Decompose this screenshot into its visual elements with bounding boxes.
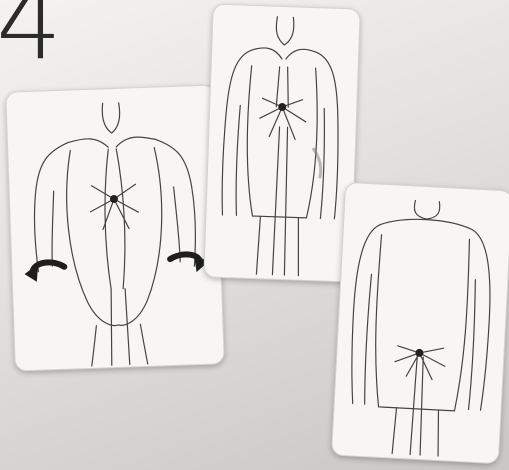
gathered-back-icon	[415, 349, 423, 357]
illustration-card-back-view	[331, 182, 509, 464]
gathered-front-icon	[278, 103, 286, 111]
garment-front-open-drawing	[6, 85, 224, 370]
garment-front-tied-drawing	[204, 5, 359, 282]
illustration-card-front-tied	[203, 4, 360, 283]
illustration-card-front-open	[5, 84, 225, 371]
garment-back-view-drawing	[332, 183, 509, 463]
step-number: 4	[0, 0, 62, 74]
